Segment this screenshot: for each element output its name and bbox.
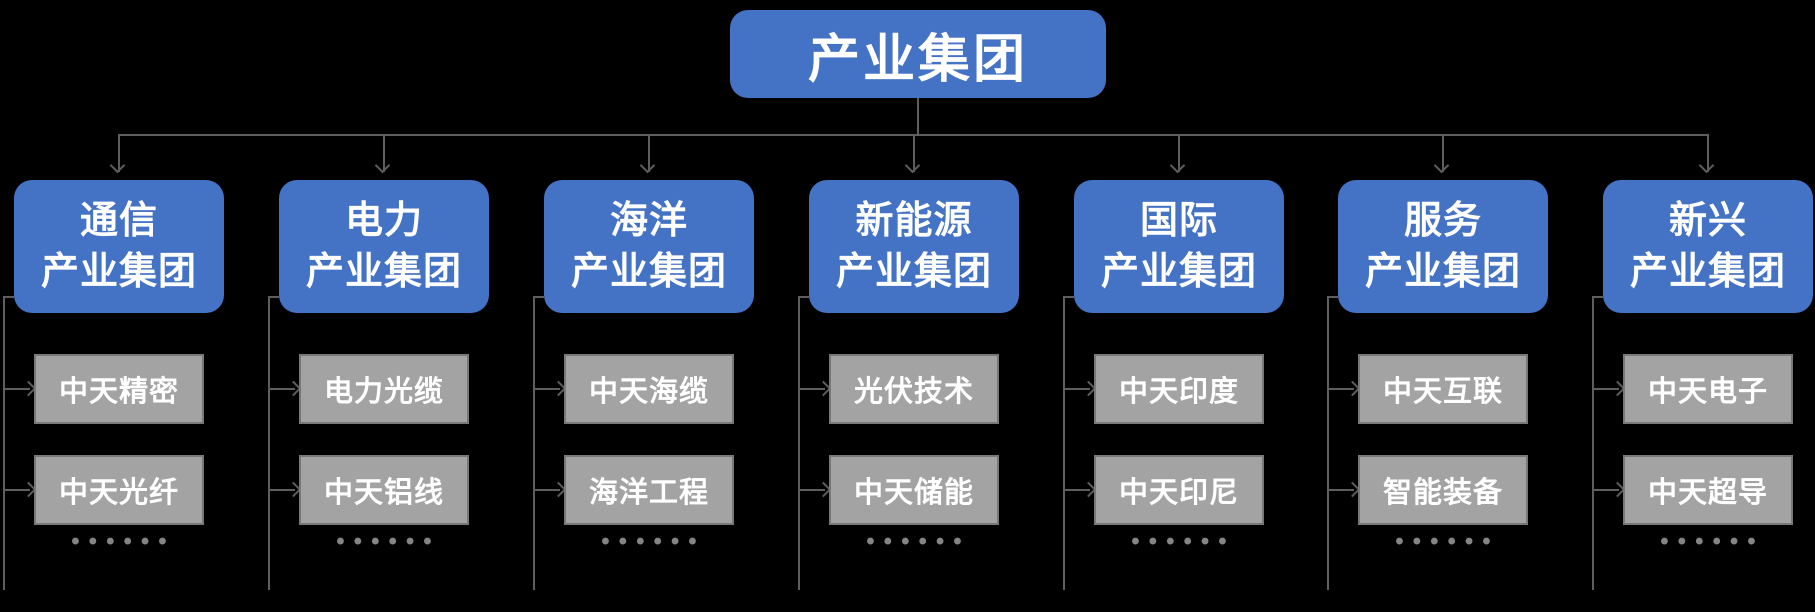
child-arrow-line <box>1592 481 1626 498</box>
branch-arrow-line <box>374 134 391 174</box>
child-arrow-line <box>3 380 37 397</box>
branch-column-new-energy: 新能源 产业集团 光伏技术 中天储能 •••••• <box>798 180 1019 612</box>
more-indicator: •••••• <box>601 528 706 555</box>
arrow-down-icon <box>109 157 126 174</box>
branch-column-communications: 通信 产业集团 中天精密 中天光纤 •••••• <box>3 180 224 612</box>
arrow-down-icon <box>1169 157 1186 174</box>
child-node: 电力光缆 <box>299 354 469 424</box>
child-node: 中天电子 <box>1623 354 1793 424</box>
branch-name: 国际 <box>1139 200 1218 243</box>
child-arrow-line <box>268 481 302 498</box>
arrow-down-icon <box>904 157 921 174</box>
branch-arrow-line <box>1698 134 1715 174</box>
column-hook-line <box>1063 296 1074 298</box>
branch-node: 通信 产业集团 <box>14 180 224 313</box>
branch-column-international: 国际 产业集团 中天印度 中天印尼 •••••• <box>1063 180 1284 612</box>
column-hook-line <box>3 296 14 298</box>
child-arrow-line <box>268 380 302 397</box>
child-arrow-line <box>1327 380 1361 397</box>
child-node: 智能装备 <box>1358 455 1528 525</box>
child-node: 光伏技术 <box>829 354 999 424</box>
branch-arrow-line <box>904 134 921 174</box>
branch-name: 电力 <box>344 200 423 243</box>
root-node: 产业集团 <box>730 10 1106 98</box>
branch-name: 海洋 <box>609 200 688 243</box>
child-arrow-line <box>533 380 567 397</box>
branch-node: 海洋 产业集团 <box>544 180 754 313</box>
child-node: 中天印尼 <box>1094 455 1264 525</box>
child-node: 中天互联 <box>1358 354 1528 424</box>
branch-name: 通信 <box>79 200 158 243</box>
branch-arrow-line <box>639 134 656 174</box>
branch-node: 服务 产业集团 <box>1338 180 1548 313</box>
branch-suffix: 产业集团 <box>40 250 197 293</box>
arrow-down-icon <box>374 157 391 174</box>
child-node: 中天储能 <box>829 455 999 525</box>
branch-column-services: 服务 产业集团 中天互联 智能装备 •••••• <box>1327 180 1548 612</box>
child-node: 中天海缆 <box>564 354 734 424</box>
child-arrow-line <box>3 481 37 498</box>
column-hook-line <box>268 296 279 298</box>
branch-arrow-line <box>1169 134 1186 174</box>
column-spine-line <box>268 296 270 590</box>
child-node: 中天光纤 <box>34 455 204 525</box>
branch-node: 电力 产业集团 <box>279 180 489 313</box>
child-node: 中天精密 <box>34 354 204 424</box>
branch-node: 新能源 产业集团 <box>809 180 1019 313</box>
child-node: 中天铝线 <box>299 455 469 525</box>
branch-suffix: 产业集团 <box>1364 250 1521 293</box>
arrow-down-icon <box>1698 157 1715 174</box>
branch-column-marine: 海洋 产业集团 中天海缆 海洋工程 •••••• <box>533 180 754 612</box>
branch-suffix: 产业集团 <box>570 250 727 293</box>
child-arrow-line <box>1592 380 1626 397</box>
child-node: 海洋工程 <box>564 455 734 525</box>
arrow-down-icon <box>639 157 656 174</box>
column-hook-line <box>1327 296 1338 298</box>
more-indicator: •••••• <box>1660 528 1765 555</box>
branch-column-emerging: 新兴 产业集团 中天电子 中天超导 •••••• <box>1592 180 1813 612</box>
branch-suffix: 产业集团 <box>1629 250 1786 293</box>
child-arrow-line <box>798 481 832 498</box>
branch-name: 新能源 <box>855 200 973 243</box>
branch-column-power: 电力 产业集团 电力光缆 中天铝线 •••••• <box>268 180 489 612</box>
column-spine-line <box>533 296 535 590</box>
more-indicator: •••••• <box>336 528 441 555</box>
child-arrow-line <box>798 380 832 397</box>
column-hook-line <box>798 296 809 298</box>
branch-suffix: 产业集团 <box>1100 250 1257 293</box>
branch-suffix: 产业集团 <box>835 250 992 293</box>
more-indicator: •••••• <box>71 528 176 555</box>
branch-node: 国际 产业集团 <box>1074 180 1284 313</box>
column-spine-line <box>3 296 5 590</box>
child-node: 中天超导 <box>1623 455 1793 525</box>
branch-arrow-line <box>109 134 126 174</box>
more-indicator: •••••• <box>1131 528 1236 555</box>
child-arrow-line <box>1063 380 1097 397</box>
root-connector-line <box>917 98 919 134</box>
column-spine-line <box>798 296 800 590</box>
child-arrow-line <box>533 481 567 498</box>
branch-arrow-line <box>1433 134 1450 174</box>
branch-node: 新兴 产业集团 <box>1603 180 1813 313</box>
column-spine-line <box>1327 296 1329 590</box>
column-hook-line <box>533 296 544 298</box>
column-spine-line <box>1063 296 1065 590</box>
child-arrow-line <box>1063 481 1097 498</box>
child-node: 中天印度 <box>1094 354 1264 424</box>
column-spine-line <box>1592 296 1594 590</box>
more-indicator: •••••• <box>1395 528 1500 555</box>
column-hook-line <box>1592 296 1603 298</box>
child-arrow-line <box>1327 481 1361 498</box>
branch-name: 服务 <box>1403 200 1482 243</box>
branch-suffix: 产业集团 <box>305 250 462 293</box>
arrow-down-icon <box>1433 157 1450 174</box>
more-indicator: •••••• <box>866 528 971 555</box>
branch-name: 新兴 <box>1668 200 1747 243</box>
